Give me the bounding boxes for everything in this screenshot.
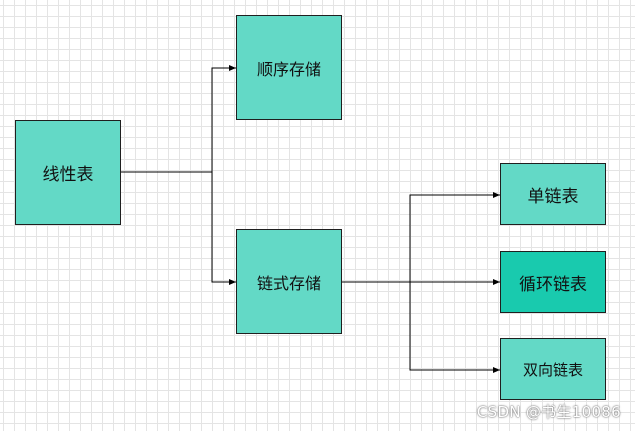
watermark: CSDN @书生10086	[476, 403, 621, 421]
node-linked-storage-label: 链式存储	[256, 273, 321, 293]
node-circular-linked-list[interactable]: 循环链表	[500, 251, 606, 313]
node-circular-linked-list-label: 循环链表	[519, 274, 587, 295]
node-linear-list[interactable]: 线性表	[15, 120, 121, 225]
node-sequential-storage-label: 顺序存储	[256, 59, 321, 79]
node-linear-list-label: 线性表	[42, 165, 94, 185]
node-linked-storage[interactable]: 链式存储	[236, 229, 342, 334]
edge-linear-to-linked	[211, 172, 236, 285]
edge-linked-to-singly	[342, 192, 500, 283]
node-singly-linked-list[interactable]: 单链表	[500, 163, 606, 225]
node-doubly-linked-list[interactable]: 双向链表	[500, 338, 606, 400]
node-singly-linked-list-label: 单链表	[527, 186, 579, 207]
node-sequential-storage[interactable]: 顺序存储	[236, 15, 342, 120]
edge-linear-to-sequential	[121, 65, 236, 173]
edge-linked-to-doubly	[409, 282, 500, 373]
node-doubly-linked-list-label: 双向链表	[522, 360, 583, 379]
